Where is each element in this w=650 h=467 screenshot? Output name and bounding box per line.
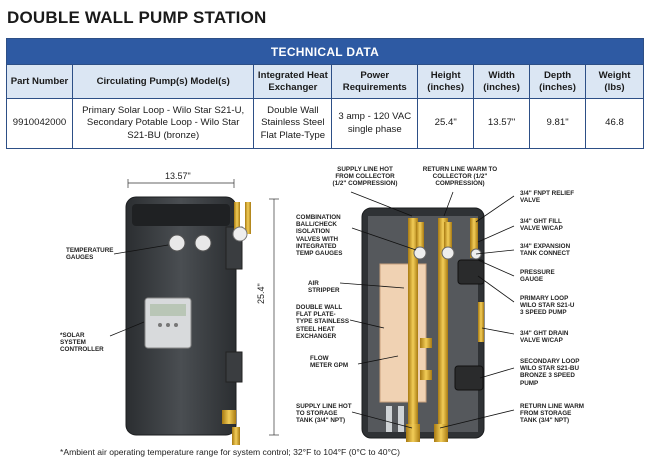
label-double-wall: DOUBLE WALL FLAT PLATE-TYPE STAINLESS ST… <box>296 304 350 340</box>
dimension-width: 13.57" <box>165 171 191 181</box>
cell-weight: 46.8 <box>585 98 644 149</box>
left-leaders <box>109 244 169 337</box>
label-supply-hot: SUPPLY LINE HOT FROM COLLECTOR (1/2" COM… <box>332 166 398 188</box>
label-expansion-tank: 3/4" EXPANSION TANK CONNECT <box>520 243 571 258</box>
heat-exchanger-panel <box>379 263 427 403</box>
open-cabinet <box>361 207 485 442</box>
label-air-stripper: AIR STRIPPER <box>308 280 340 295</box>
cell-height: 25.4" <box>417 98 475 149</box>
pump-station-diagram: 13.57" 25.4" TEMPERATURE GAUGES *SOLAR S… <box>0 152 650 447</box>
label-ght-fill: 3/4" GHT FILL VALVE W/CAP <box>520 218 563 233</box>
label-pressure-gauge: PRESSURE GAUGE <box>520 269 555 284</box>
label-solar-controller: *SOLAR SYSTEM CONTROLLER <box>60 332 104 354</box>
page-title: DOUBLE WALL PUMP STATION <box>7 8 267 27</box>
label-secondary-loop: SECONDARY LOOP WILO STAR S21-BU BRONZE 3… <box>520 358 580 387</box>
header-weight: Weight (lbs) <box>585 64 644 99</box>
dimension-height: 25.4" <box>256 283 266 304</box>
cell-power: 3 amp - 120 VAC single phase <box>331 98 419 149</box>
diagram-artwork <box>109 179 515 445</box>
cell-part-number: 9910042000 <box>6 98 73 149</box>
cell-width: 13.57" <box>473 98 531 149</box>
label-return-warm-collector: RETURN LINE WARM TO COLLECTOR (1/2" COMP… <box>422 166 498 188</box>
cell-depth: 9.81" <box>529 98 587 149</box>
dimension-lines <box>127 179 279 436</box>
technical-data-table: TECHNICAL DATA Part Number Circulating P… <box>6 38 644 149</box>
cell-pump-models: Primary Solar Loop - Wilo Star S21-U, Se… <box>71 98 255 149</box>
right-leaders <box>339 191 515 429</box>
cell-heat-exchanger: Double Wall Stainless Steel Flat Plate-T… <box>253 98 333 149</box>
temperature-gauge-left-icon <box>168 234 186 252</box>
header-part-number: Part Number <box>6 64 73 99</box>
label-return-storage: RETURN LINE WARM FROM STORAGE TANK (3/4"… <box>520 403 585 425</box>
header-height: Height (inches) <box>417 64 475 99</box>
table-band-title: TECHNICAL DATA <box>6 38 644 65</box>
header-width: Width (inches) <box>473 64 531 99</box>
secondary-pump-icon <box>454 365 484 391</box>
header-depth: Depth (inches) <box>529 64 587 99</box>
header-heat-exchanger: Integrated Heat Exchanger <box>253 64 333 99</box>
label-ght-drain: 3/4" GHT DRAIN VALVE W/CAP <box>520 330 569 345</box>
header-power: Power Requirements <box>331 64 419 99</box>
label-combination-valves: COMBINATION BALL/CHECK ISOLATION VALVES … <box>296 214 343 258</box>
table-row: 9910042000 Primary Solar Loop - Wilo Sta… <box>6 98 644 149</box>
closed-cabinet <box>125 196 251 445</box>
label-temperature-gauges: TEMPERATURE GAUGES <box>66 247 114 262</box>
temperature-gauge-right-icon <box>194 234 212 252</box>
label-flow-meter: FLOW METER GPM <box>310 355 349 370</box>
primary-pump-icon <box>457 259 485 285</box>
label-primary-loop: PRIMARY LOOP WILO STAR S21-U 3 SPEED PUM… <box>520 295 575 317</box>
footnote: *Ambient air operating temperature range… <box>60 447 400 457</box>
label-relief-valve: 3/4" FNPT RELIEF VALVE <box>520 190 575 205</box>
label-supply-storage: SUPPLY LINE HOT TO STORAGE TANK (3/4" NP… <box>296 403 352 425</box>
header-pump-models: Circulating Pump(s) Model(s) <box>71 64 255 99</box>
